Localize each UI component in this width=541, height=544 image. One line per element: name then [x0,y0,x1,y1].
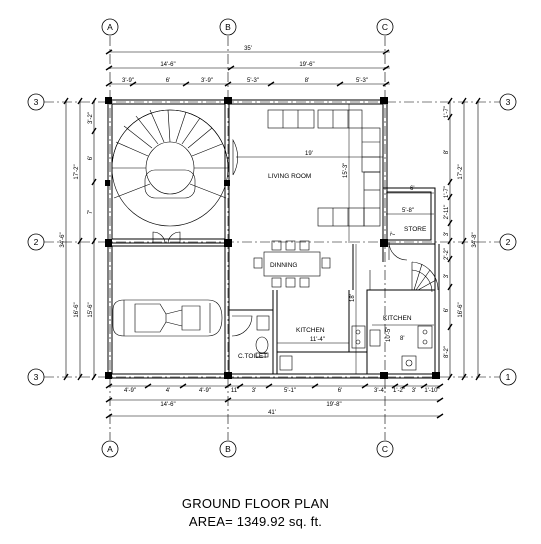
dim-bottom-right-group: 19'-8" [326,402,341,408]
grid-label-left-2: 2 [34,237,39,247]
dim-bottom-left-group: 14'-6" [160,402,175,408]
dim-top-seg-6: 5'-3" [356,78,368,84]
room-dim-store-width: 6' [410,186,414,192]
dim-left-group-lower: 16'-6" [74,302,80,317]
grid-label-top-b: B [225,22,231,32]
dim-bottom-seg-4: 11" [231,388,239,394]
drawing-title: GROUND FLOOR PLAN [181,496,330,511]
dim-left-seg-3: 7' [88,210,94,214]
dining-table [253,240,331,288]
dim-right-seg-4: 2'-11" [444,205,450,220]
dim-bottom-seg-3: 4'-9" [199,388,211,394]
dim-top-seg-2: 6' [166,78,170,84]
dim-left-group-upper: 17'-2" [74,164,80,179]
columns [105,97,440,379]
room-label-dinning: DINNING [270,262,297,269]
grid-label-bottom-a: A [107,444,113,454]
room-label-store: STORE [404,226,427,233]
car-symbol [112,299,223,337]
dim-right-seg-2: 8' [444,150,450,154]
dim-right-seg-6: 2'-2" [444,248,450,260]
dim-top-seg-1: 3'-9" [122,78,134,84]
dim-bottom-seg-8: 3'-4" [374,388,386,394]
room-label-toilet: C.TOILET [238,353,267,360]
grid-label-left-3: 3 [34,372,39,382]
room-dim-living-width: 19' [305,151,313,157]
grid-label-right-3: 1 [506,372,511,382]
dim-right-group-upper: 17'-2" [458,164,464,179]
grid-label-top-a: A [107,22,113,32]
room-label-living: LIVING ROOM [268,173,311,180]
dimension-text-right: 1'-7" 8' 1'-7" 2'-11" 3' 2'-2" 3' 6' 8'-… [444,106,478,358]
grid-label-left-1: 3 [34,97,39,107]
kitchen-fixtures [255,315,433,371]
dim-right-seg-5: 3' [444,232,450,236]
dim-right-group-lower: 16'-6" [458,302,464,317]
grid-label-top-c: C [382,22,388,32]
doors [152,138,408,337]
sofa-set [267,109,381,227]
dim-left-seg-2: 6' [88,156,94,160]
grid-labels: A B C A B C 3 2 3 3 2 1 [34,22,511,454]
room-dim-kitchen2-width: 8' [400,336,404,342]
room-dim-store-inner: 5'-8" [402,208,414,214]
grid-label-right-2: 2 [506,237,511,247]
dim-right-seg-7: 3' [444,274,450,278]
room-dimensions: 19' 15'-3" 11'-4" 18' 6' 5'-8" 7' 10'-5"… [305,151,414,343]
room-dim-kitchen-depth: 18' [350,294,356,302]
dim-right-seg-3: 1'-7" [444,186,450,198]
room-dimension-lines [236,104,434,374]
dim-top-left-group: 14'-6" [160,62,175,68]
dimension-text-bottom: 4'-9" 4' 4'-9" 11" 3' 5'-1" 6' 3'-4" 1'-… [124,388,440,416]
dim-left-seg-1: 3'-2" [88,112,94,124]
walls [107,99,440,379]
grid-label-bottom-c: C [382,444,388,454]
dim-bottom-seg-1: 4'-9" [124,388,136,394]
dim-right-overall: 34'-8" [472,232,478,247]
dim-right-seg-10: 8'-2" [444,346,450,358]
dim-bottom-seg-10: 3' [412,388,416,394]
room-dim-store-depth: 7' [391,232,397,236]
dim-top-right-group: 19'-6" [299,62,314,68]
dim-bottom-seg-9: 1'-2" [393,388,405,394]
drawing-area: AREA= 1349.92 sq. ft. [188,514,323,529]
spiral-staircase [111,109,229,227]
dimension-ticks [63,49,481,419]
room-dim-kitchen-width: 11'-4" [310,337,325,343]
dim-bottom-overall: 41' [268,410,276,416]
grid-bubbles [27,18,517,458]
side-stair [411,261,439,293]
dim-bottom-seg-7: 6' [338,388,342,394]
dim-bottom-seg-5: 3' [252,388,256,394]
room-labels: LIVING ROOM DINNING KITCHEN KITCHEN C.TO… [238,173,427,360]
dim-bottom-seg-2: 4' [166,388,170,394]
dim-bottom-seg-11: 1'-10" [424,388,439,394]
room-label-kitchen: KITCHEN [296,327,325,334]
room-dim-living-depth: 15'-3" [343,163,349,178]
dimension-text-left: 34'-6" 17'-2" 16'-6" 3'-2" 6' 7' 15'-6" [60,112,94,318]
dim-top-seg-4: 5'-3" [247,78,259,84]
dim-right-seg-8: 6' [444,308,450,312]
room-dim-kitchen2-depth: 10'-5" [386,327,392,342]
dimension-text-top: 35' 14'-6" 19'-6" 3'-9" 6' 3'-9" 5'-3" 8… [122,46,368,84]
dim-top-overall: 35' [244,46,252,52]
dim-top-seg-3: 3'-9" [201,78,213,84]
grid-label-right-1: 3 [506,97,511,107]
dim-left-overall: 34'-6" [60,232,66,247]
dim-bottom-seg-6: 5'-1" [284,388,296,394]
room-label-kitchen-2: KITCHEN [383,315,412,322]
grid-label-bottom-b: B [225,444,231,454]
dim-left-seg-4: 15'-6" [88,302,94,317]
dim-right-seg-1: 1'-7" [444,106,450,118]
dim-top-seg-5: 8' [305,78,309,84]
